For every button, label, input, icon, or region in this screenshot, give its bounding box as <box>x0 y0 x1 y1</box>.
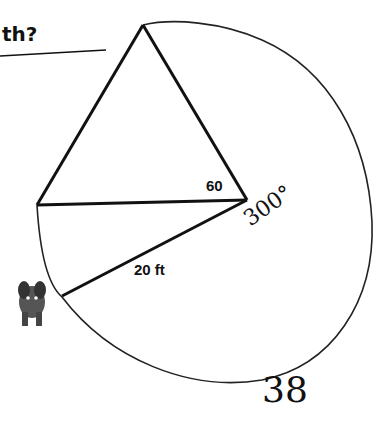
triangle-side <box>37 200 247 205</box>
underline <box>0 50 106 56</box>
question-text: th? <box>2 24 37 44</box>
triangle-side <box>143 25 247 200</box>
answer-number: 38 <box>262 372 308 408</box>
curved-outline <box>37 22 372 383</box>
dimension-label: 20 ft <box>134 262 165 277</box>
angle-label: 300° <box>240 182 296 230</box>
triangle-side <box>37 25 143 205</box>
radius-line <box>62 200 247 296</box>
angle-label: 60 <box>206 178 223 193</box>
dog-picture <box>18 281 46 326</box>
